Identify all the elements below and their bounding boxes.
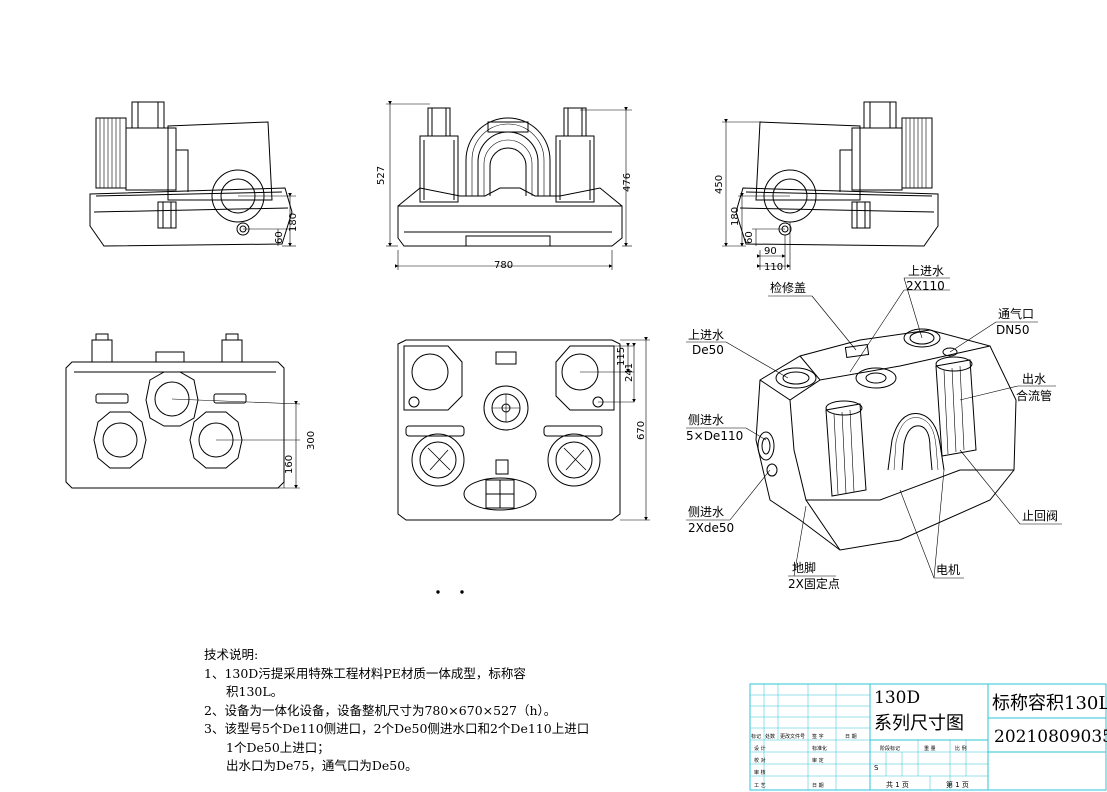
tb-cell: 处数 bbox=[765, 733, 775, 740]
dim-right-90: 90 bbox=[764, 246, 777, 257]
dim-left-60: 60 bbox=[274, 231, 285, 244]
left-side-view bbox=[89, 101, 296, 247]
label-outlet-spec: 合流管 bbox=[1016, 388, 1052, 403]
dim-top-160: 160 bbox=[284, 455, 295, 474]
label-check-valve: 止回阀 bbox=[1022, 509, 1058, 523]
notes-heading: 技术说明: bbox=[204, 647, 259, 662]
tb-cell: 日 期 bbox=[812, 783, 824, 789]
label-foot-spec: 2X固定点 bbox=[788, 576, 840, 591]
tb-drawing-no: 20210809035 bbox=[994, 727, 1107, 747]
notes-line: 出水口为De75，通气口为De50。 bbox=[226, 758, 418, 773]
label-foot-title: 地脚 bbox=[792, 560, 816, 575]
label-side-inlet-de50-title: 侧进水 bbox=[688, 505, 724, 519]
dim-front-527: 527 bbox=[376, 166, 387, 185]
tb-cell: 校 对 bbox=[754, 757, 766, 764]
tb-scale-mark: S bbox=[874, 764, 879, 772]
label-inspection-cover: 检修盖 bbox=[770, 280, 806, 295]
dim-top-300: 300 bbox=[306, 431, 317, 450]
label-side-inlet-de110-title: 侧进水 bbox=[688, 413, 724, 427]
notes-line: 3、该型号5个De110侧进口，2个De50侧进水口和2个De110上进口 bbox=[204, 721, 590, 736]
title-block-cells: 标记 处数 更改文件号 签 字 日 期 设 计 标准化 校 对 审 定 审 核 … bbox=[751, 733, 967, 789]
tb-sheet-total: 共 1 页 bbox=[886, 780, 909, 789]
tb-cell: 审 定 bbox=[812, 757, 824, 764]
tb-cell: 阶段标记 bbox=[880, 745, 900, 752]
label-vent-spec: DN50 bbox=[996, 323, 1030, 337]
label-side-inlet-de50-spec: 2Xde50 bbox=[688, 521, 734, 535]
tb-cell: 审 核 bbox=[754, 769, 766, 776]
tb-cell: 工 艺 bbox=[754, 783, 766, 789]
dim-right-450: 450 bbox=[714, 175, 725, 194]
tb-drawing-name: 系列尺寸图 bbox=[874, 713, 964, 734]
label-top-inlet-2x110-title: 上进水 bbox=[908, 264, 944, 278]
notes-line: 1个De50上进口； bbox=[226, 739, 330, 755]
plan-view bbox=[397, 337, 650, 594]
dim-right-180: 180 bbox=[730, 207, 741, 226]
tb-cell: 标准化 bbox=[812, 745, 827, 752]
dim-right-110: 110 bbox=[764, 262, 783, 273]
label-top-inlet-de50-spec: De50 bbox=[692, 343, 724, 357]
tb-capacity: 标称容积130L bbox=[992, 693, 1107, 714]
title-block bbox=[749, 683, 1107, 791]
label-side-inlet-de110-spec: 5×De110 bbox=[686, 429, 743, 443]
isometric-view bbox=[755, 328, 1017, 551]
dim-plan-241: 241 bbox=[624, 363, 635, 382]
notes-line: 1、130D污提采用特殊工程材料PE材质一体成型，标称容 bbox=[204, 665, 526, 681]
tb-sheet-no: 第 1 页 bbox=[946, 780, 969, 789]
technical-notes: 技术说明: 1、130D污提采用特殊工程材料PE材质一体成型，标称容 积130L… bbox=[204, 646, 664, 776]
callout-leaders bbox=[686, 277, 1062, 579]
tb-cell: 比 例 bbox=[955, 745, 967, 752]
dim-right-60: 60 bbox=[744, 231, 755, 244]
dim-front-780: 780 bbox=[494, 260, 513, 271]
notes-line: 积130L。 bbox=[226, 684, 284, 699]
tb-cell: 重 量 bbox=[924, 745, 936, 752]
dim-plan-115: 115 bbox=[616, 347, 627, 366]
tb-cell: 标记 bbox=[751, 733, 761, 740]
tb-model: 130D bbox=[874, 688, 920, 708]
label-top-inlet-de50-title: 上进水 bbox=[688, 328, 724, 342]
tb-cell: 更改文件号 bbox=[780, 733, 805, 740]
tb-cell: 日 期 bbox=[845, 734, 857, 740]
label-vent-title: 通气口 bbox=[998, 306, 1034, 321]
dim-plan-670: 670 bbox=[636, 421, 647, 440]
label-outlet-title: 出水 bbox=[1022, 372, 1046, 386]
right-side-view bbox=[722, 101, 939, 270]
front-view bbox=[386, 101, 632, 270]
tb-cell: 签 字 bbox=[812, 733, 824, 740]
top-back-view bbox=[65, 333, 301, 489]
tb-cell: 设 计 bbox=[754, 745, 766, 752]
dim-left-180: 180 bbox=[288, 213, 299, 232]
label-top-inlet-2x110-spec: 2X110 bbox=[906, 279, 945, 293]
dim-front-476: 476 bbox=[622, 173, 633, 192]
notes-line: 2、设备为一体化设备，设备整机尺寸为780×670×527（h）。 bbox=[204, 702, 557, 718]
label-motor: 电机 bbox=[936, 563, 960, 577]
